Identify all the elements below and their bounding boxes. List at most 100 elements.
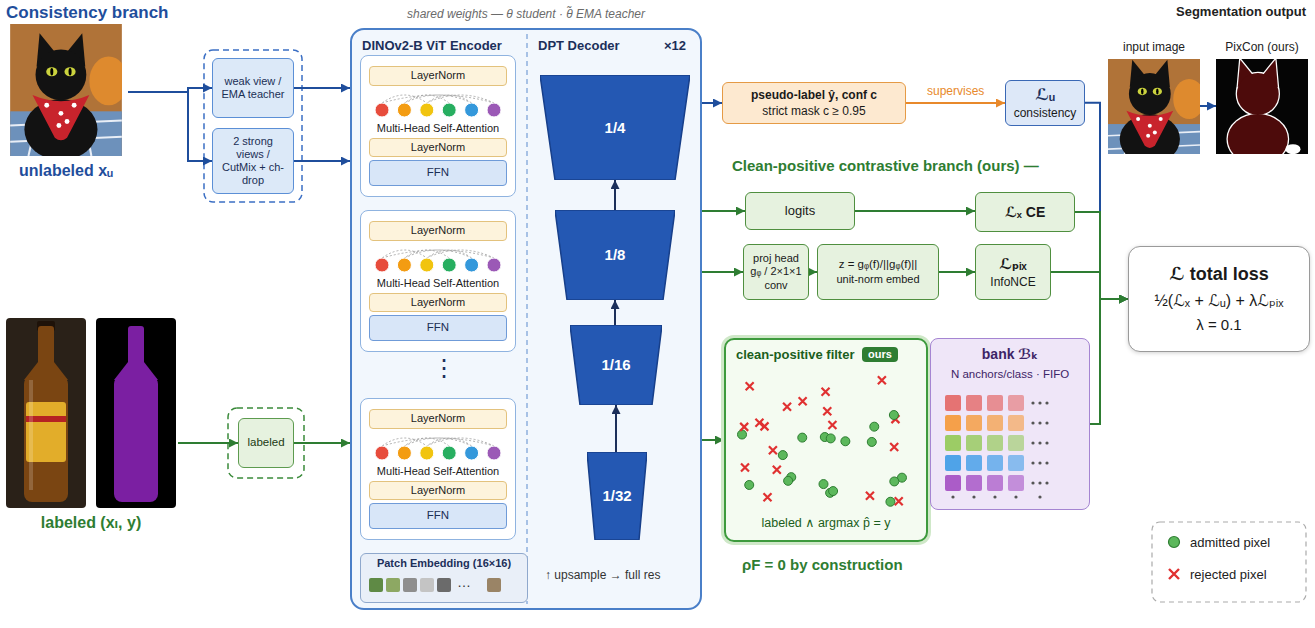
photo [1108,59,1200,154]
bandana [32,95,89,140]
attention-link [427,250,472,258]
node-text: 1/8 [605,246,626,264]
attention-link [427,95,472,103]
section-title: Consistency branch [6,3,169,23]
connector [294,442,350,444]
anchor-cell [1008,395,1024,411]
attention-token [465,446,479,460]
model-panel: shared weights — θ student · θ̃ EMA teac… [350,28,702,610]
attention-token [487,103,501,117]
more-dot [1045,401,1048,404]
admitted-pixel [778,451,787,460]
node-text: FFN [369,160,507,186]
process-box: labeled [238,418,294,468]
node-text: DINOv2-B ViT Encoder [362,38,502,54]
photo [6,318,176,508]
decoder-stage: 1/32 [587,452,647,540]
anchor-cell [987,475,1003,491]
patch-tiles [369,576,509,594]
node-text: PixCon (ours) [1225,40,1298,54]
anchor-cell [966,435,982,451]
attention-token [375,103,389,117]
process-box: weak view / EMA teacher [212,58,294,118]
transformer-block: LayerNormMulti-Head Self-AttentionLayerN… [360,55,516,197]
attention-token [375,258,389,272]
admitted-pixel [890,477,899,486]
cat-head [1129,73,1171,115]
attention-link [404,250,449,258]
process-box: logits [745,192,855,230]
anchor-cell [966,395,982,411]
node-text: clean-positive filter [736,347,854,363]
connector [809,271,817,273]
legend-frame [1152,522,1306,602]
patch-tile [403,578,417,592]
cat-eye [64,67,75,76]
patch-tile [437,578,451,592]
cat-head [1237,73,1279,115]
bandana-dot [1146,134,1150,138]
bandana-dot [65,119,70,124]
anchor-cell [945,475,961,491]
legend-item: admitted pixel [1166,534,1270,550]
legend-item: rejected pixel [1166,566,1267,582]
anchor-cell [987,395,1003,411]
trapezoid [587,452,647,540]
anchor-cell [1008,415,1024,431]
panel-fill [350,28,702,610]
labeled-group-outline [228,408,304,478]
rejected-pixel [895,497,903,505]
bottle-body [114,376,158,502]
pixel-scatter [734,372,910,510]
admitted-pixel [798,433,807,442]
anchor-cell [987,435,1003,451]
image-panel: labeled (xₗ, y) [4,318,178,540]
pumpkin [1173,79,1200,119]
bandana-dot [1159,117,1163,121]
more-dot [1045,441,1048,444]
more-dot [1038,441,1041,444]
admitted-pixel [745,480,754,489]
node-text: 1/4 [605,119,626,137]
node-text: ours [862,347,898,362]
anchor-cell [1008,475,1024,491]
bandana-dot [72,103,77,108]
more-dot [1031,441,1034,444]
trapezoid [540,75,690,180]
rejected-pixel [769,446,777,454]
attention-token [487,258,501,272]
node-text: 2 strong views / CutMix + ch-drop [218,135,288,188]
more-dot [993,495,996,498]
node-text: logits [785,203,815,219]
attention-token [420,446,434,460]
node-text: Multi-Head Self-Attention [369,277,507,290]
node-text: ℒ total loss [1169,264,1268,286]
admitted-pixel [889,411,898,420]
annotation: ↑ upsample → full res [545,568,660,582]
bottle-neck [128,326,144,366]
attention-link [382,438,494,446]
more-dot [1038,495,1041,498]
rejected-pixel [783,403,791,411]
cat-pupil [69,68,72,75]
node-text: pseudo-label ŷ, conf c [751,88,877,102]
trapezoid [555,210,675,300]
node-text: consistency [1014,106,1077,120]
legend-text: rejected pixel [1190,567,1267,582]
more-dot [1038,461,1041,464]
attention-token [375,446,389,460]
anchor-cell [966,415,982,431]
anchor-cell [1008,435,1024,451]
node-text: … [457,574,471,591]
admitted-pixel [870,422,879,431]
attention-token [397,258,411,272]
attention-token [487,446,501,460]
connector [614,300,616,325]
connector [294,160,350,162]
cat-pupil [1156,89,1159,95]
attention-token [465,258,479,272]
decoder-stage: 1/4 [540,75,690,180]
patch-embedding: Patch Embedding (16×16)… [360,553,528,603]
annotation: ρF = 0 by construction [742,556,903,574]
